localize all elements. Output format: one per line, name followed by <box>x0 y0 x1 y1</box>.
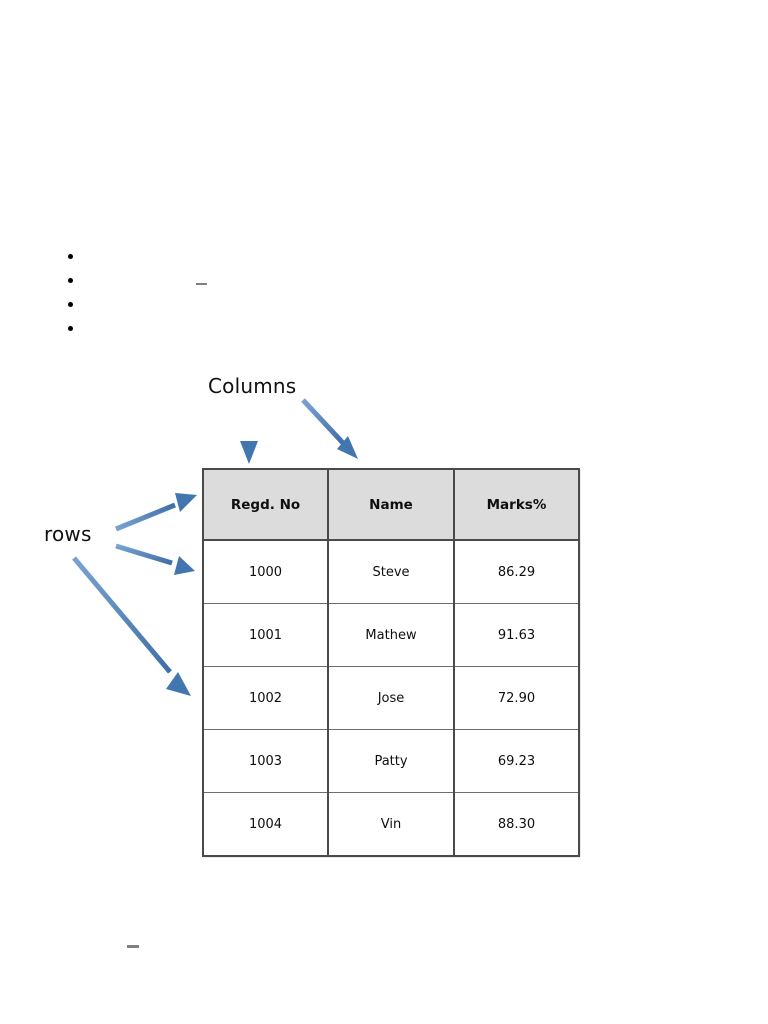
column-header-name: Name <box>327 468 455 541</box>
rows-arrow-lower-icon <box>72 556 191 696</box>
cell-regd-no: 1003 <box>202 729 329 793</box>
table-row: 1004 Vin 88.30 <box>202 792 580 857</box>
cell-marks: 91.63 <box>453 603 580 667</box>
cell-name: Mathew <box>327 603 455 667</box>
table-row: 1001 Mathew 91.63 <box>202 603 580 667</box>
cell-marks: 88.30 <box>453 792 580 857</box>
list-item <box>50 292 350 316</box>
column-header-regd-no: Regd. No <box>202 468 329 541</box>
cell-name: Steve <box>327 539 455 604</box>
student-marks-table: Regd. No Name Marks% 1000 Steve 86.29 10… <box>202 468 580 857</box>
cell-marks: 72.90 <box>453 666 580 730</box>
table-row: 1002 Jose 72.90 <box>202 666 580 730</box>
table-row: 1000 Steve 86.29 <box>202 539 580 604</box>
column-header-marks: Marks% <box>453 468 580 541</box>
list-item <box>50 316 350 340</box>
cell-marks: 86.29 <box>453 539 580 604</box>
cell-regd-no: 1002 <box>202 666 329 730</box>
cell-regd-no: 1004 <box>202 792 329 857</box>
cell-regd-no: 1001 <box>202 603 329 667</box>
columns-arrow-diagonal-icon <box>301 398 358 459</box>
rows-annotation-label: rows <box>44 522 92 546</box>
columns-arrow-down-icon <box>240 401 258 464</box>
table-body: 1000 Steve 86.29 1001 Mathew 91.63 1002 … <box>202 539 580 857</box>
table-header: Regd. No Name Marks% <box>202 468 580 541</box>
rows-arrow-middle-icon <box>115 543 195 575</box>
dash-mark-bottom <box>127 945 139 948</box>
cell-name: Jose <box>327 666 455 730</box>
cell-name: Vin <box>327 792 455 857</box>
cell-marks: 69.23 <box>453 729 580 793</box>
rows-arrow-upper-icon <box>115 493 197 532</box>
columns-annotation-label: Columns <box>208 374 297 398</box>
table-header-row: Regd. No Name Marks% <box>202 468 580 541</box>
cell-name: Patty <box>327 729 455 793</box>
dash-mark-top <box>196 283 207 285</box>
cell-regd-no: 1000 <box>202 539 329 604</box>
table-row: 1003 Patty 69.23 <box>202 729 580 793</box>
bullet-list <box>50 244 350 340</box>
list-item <box>50 268 350 292</box>
list-item <box>50 244 350 268</box>
